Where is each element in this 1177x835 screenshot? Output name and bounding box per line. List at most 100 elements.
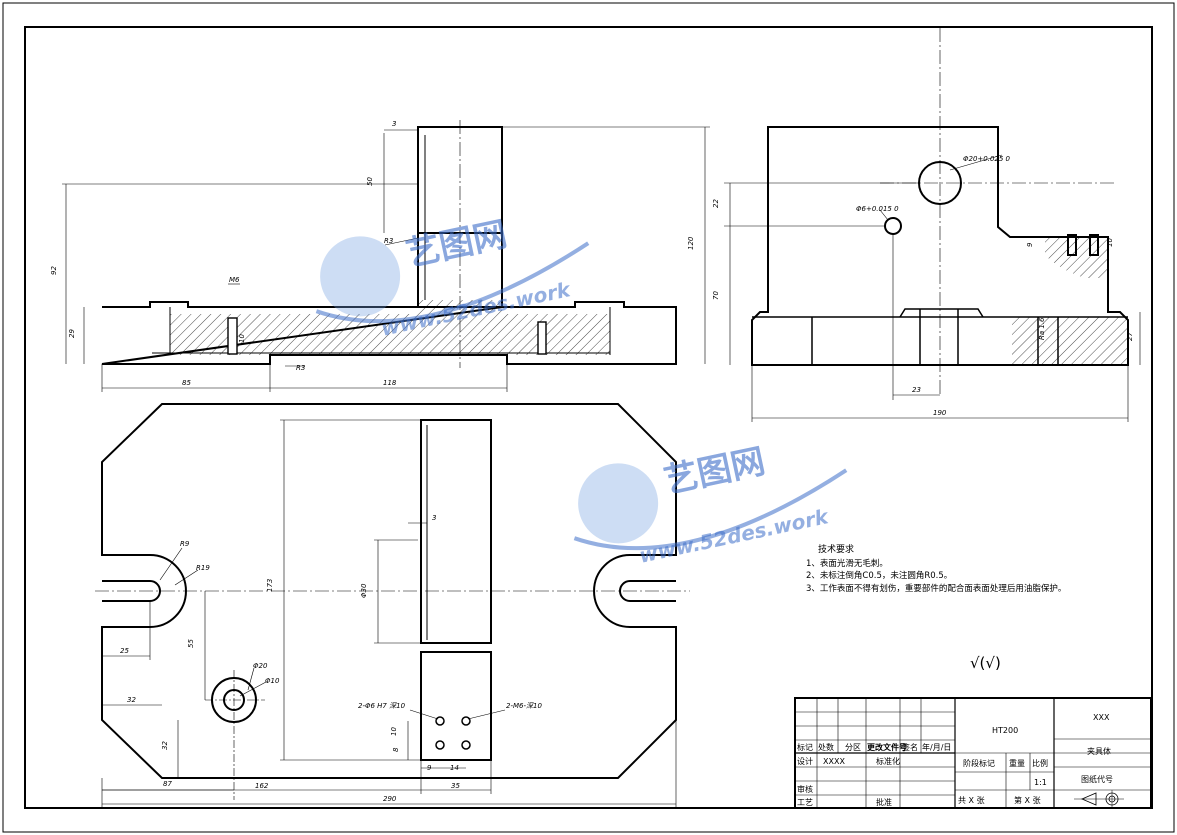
plan-view [95,403,690,808]
plan-dim-3-label: 3 [432,514,436,522]
side-hatch-upper [1045,237,1108,278]
tb-process-label: 工艺 [797,798,813,807]
side-dim-23-label: 23 [912,386,921,394]
plan-pin-hole-a [435,716,445,726]
plan-thread-note: 2-M6-深10 [506,702,542,710]
tb-approve-label: 批准 [876,797,892,807]
plan-dimension-labels: 3 R9 R19 173 Φ30 25 55 Φ20 Φ10 32 32 2-Φ… [120,514,542,803]
plan-dim-87-label: 87 [163,780,172,788]
tech-req-item-1: 1、表面光滑无毛刺。 [806,558,888,569]
front-leader-r3-top [384,237,419,246]
title-block-text: 标记 处数 分区 更改文件号 签名 年/月/日 设计 XXXX 标准化 审核 工… [797,713,1113,807]
front-dim-r3-top-label: R3 [384,237,393,245]
plan-dim-8-label: 8 [392,747,400,752]
plan-dim-25-label: 25 [120,647,129,655]
watermark-2: 艺图网 www.52des.work [573,441,848,568]
front-dim-92-label: 92 [50,266,58,275]
title-block [794,697,1152,809]
plan-r9-label: R9 [180,540,190,548]
plan-dim-55-label: 55 [187,639,195,648]
tech-req-title: 技术要求 [818,543,854,555]
front-dim-29-label: 29 [68,329,76,338]
tb-weight-label: 重量 [1009,758,1025,768]
plan-leader-r9 [159,547,183,581]
side-dim-27-label: 27 [1126,332,1134,341]
front-dim-r3-bottom-label: R3 [296,364,305,372]
plan-dim-290-label: 290 [383,795,397,803]
tb-material: HT200 [992,726,1018,735]
technical-requirements: 技术要求 1、表面光滑无毛刺。 2、未标注倒角C0.5，未注圆角R0.5。 3、… [806,543,1066,594]
plan-thread-hole-b [461,740,471,750]
plan-outline [101,403,677,779]
side-leader-phi20 [949,154,1003,171]
tb-header-mark: 标记 [797,742,813,752]
front-dim-50-label: 50 [366,177,374,186]
plan-dim-35-label: 35 [451,782,460,790]
front-thread-hole-right [537,321,547,355]
plan-pin-note: 2-Φ6 H7 深10 [358,702,406,710]
tb-sheet-total: 共 X 张 [958,796,985,805]
front-dim-m6-label: M6 [229,276,240,284]
plan-r19-label: R19 [196,564,210,572]
tb-part-name: 夹具体 [1087,746,1111,756]
front-view [62,120,710,392]
front-dim-3-label: 3 [392,120,396,128]
tech-req-item-3: 3、工作表面不得有划伤，重要部件的配合面表面处理后用油脂保护。 [806,583,1066,594]
plan-dim-14-label: 14 [450,764,459,772]
plan-pin-hole-b [435,740,445,750]
plan-dim-9-label: 9 [427,764,432,772]
side-phi6-label: Φ6+0.015 0 [856,205,899,213]
side-leader-phi6 [879,209,889,221]
inner-border [24,26,1153,809]
tb-header-zone: 分区 [845,743,861,752]
plan-slot-left-inner [102,580,161,602]
plan-dim-32a-label: 32 [127,696,136,704]
plan-leader-r19 [174,569,199,586]
side-notch [899,308,984,318]
plan-leader-phi10 [239,681,267,697]
tb-check-label: 审核 [797,784,813,794]
tb-designer: XXXX [823,757,845,766]
watermark-globe-icon-2 [578,463,659,544]
plan-upright-block [420,419,492,644]
plan-dim-173-label: 173 [266,579,274,592]
plan-phi10-label: Φ10 [265,677,280,685]
front-dimension-labels: 3 50 R3 92 120 M6 29 10 R3 85 118 [50,120,695,387]
side-dim-10-label: 10 [1106,238,1114,247]
plan-leader-thread [467,709,506,720]
plan-dim-162-label: 162 [255,782,269,790]
plan-dim-32b-label: 32 [161,741,169,750]
watermark-swoosh-icon [315,241,590,324]
front-thread-hole-left [227,317,238,355]
plan-leader-pin [409,709,439,720]
plan-dim-10-label: 10 [390,727,398,736]
watermark-url-2: www.52des.work [637,504,832,568]
side-outline [751,126,1129,366]
front-dim-85-label: 85 [182,379,191,387]
tb-company: XXX [1093,713,1110,722]
tb-scale-label: 比例 [1032,758,1048,768]
front-dim-10-label: 10 [238,334,246,343]
roughness-symbol: √(√) [970,654,1001,672]
side-dim-22-label: 22 [712,199,720,208]
side-dim-9-label: 9 [1026,242,1034,247]
front-dim-120-label: 120 [687,236,695,250]
tb-stage-label: 阶段标记 [963,758,995,768]
side-thread-a [1067,234,1077,256]
tb-header-count: 处数 [818,742,834,752]
tb-standardize-label: 标准化 [876,756,900,766]
tb-design-label: 设计 [797,756,813,766]
tech-req-item-2: 2、未标注倒角C0.5，未注圆角R0.5。 [806,570,952,581]
side-dim-190-label: 190 [933,409,947,417]
side-dimension-labels: Φ20+0.025 0 Φ6+0.015 0 22 70 9 10 Ra 1.6… [712,155,1134,417]
tb-drawing-no: 图纸代号 [1081,774,1113,784]
side-hatch-lower [1012,317,1128,365]
watermark-globe-icon [320,236,401,317]
watermark-brand-2: 艺图网 [661,441,769,501]
front-section-hatch [170,300,610,355]
plan-leader-phi20 [247,667,255,691]
tb-scale-value: 1:1 [1034,778,1047,787]
front-dim-118-label: 118 [383,379,397,387]
